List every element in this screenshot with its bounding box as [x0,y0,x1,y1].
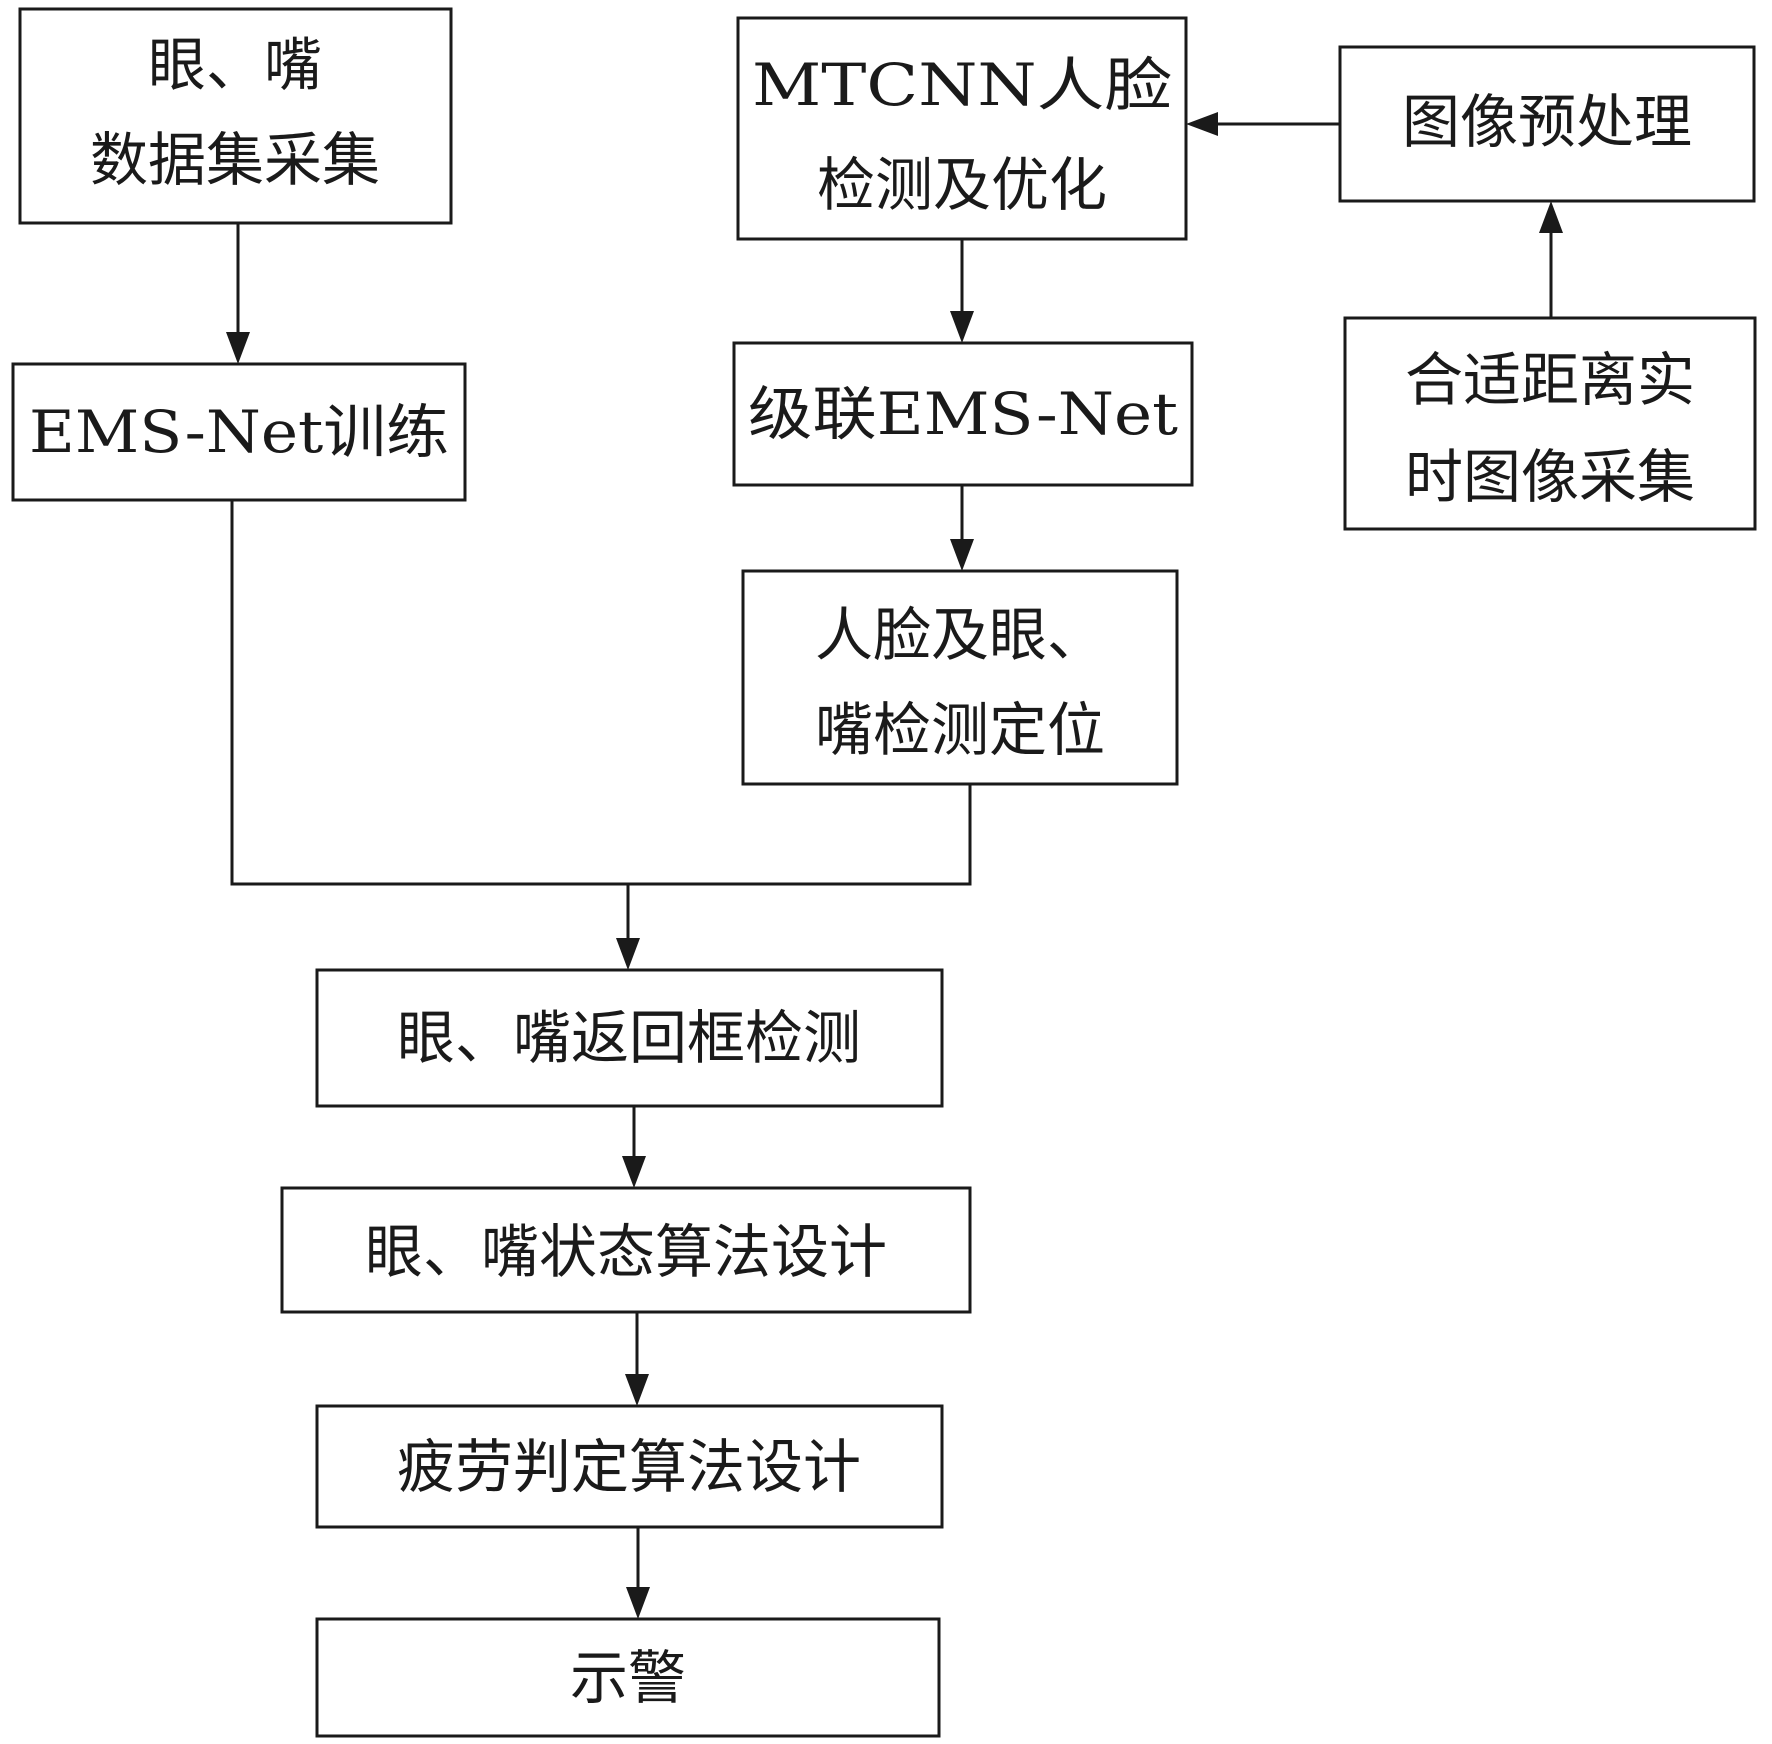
node-state: 眼、嘴状态算法设计 [280,1186,972,1314]
node-locate-line-2: 嘴检测定位 [815,696,1105,764]
node-dataset-line-2: 数据集采集 [90,126,380,194]
edge-dataset-to-train [226,223,250,364]
node-preprocess: 图像预处理 [1338,45,1756,203]
node-preprocess-line-1: 图像预处理 [1402,88,1692,156]
node-warn: 示警 [315,1617,941,1738]
node-dataset: 眼、嘴 数据集采集 [18,7,453,225]
edge-mtcnn-to-cascade [950,239,974,343]
node-cascade: 级联EMS-Net [732,341,1194,487]
node-cascade-line-1: 级联EMS-Net [748,380,1178,448]
node-mtcnn-line-2: 检测及优化 [817,151,1107,219]
node-locate: 人脸及眼、 嘴检测定位 [741,569,1179,786]
edge-merge-to-bbox [230,500,972,970]
node-fatigue: 疲劳判定算法设计 [315,1404,944,1529]
edge-cascade-to-locate [950,485,974,571]
node-bbox-line-1: 眼、嘴返回框检测 [397,1004,861,1072]
edge-fatigue-to-warn [626,1527,650,1619]
node-bbox: 眼、嘴返回框检测 [315,968,944,1108]
node-fatigue-line-1: 疲劳判定算法设计 [397,1433,861,1501]
node-dataset-line-1: 眼、嘴 [148,31,322,99]
node-train-line-1: EMS-Net训练 [29,398,449,466]
edge-bbox-to-state [622,1106,646,1188]
node-capture-line-2: 时图像采集 [1405,443,1695,511]
node-capture: 合适距离实 时图像采集 [1343,316,1757,531]
node-warn-line-1: 示警 [570,1644,686,1712]
edge-state-to-fatigue [625,1312,649,1406]
node-state-line-1: 眼、嘴状态算法设计 [365,1218,887,1286]
edge-preprocess-to-mtcnn [1186,112,1340,136]
node-mtcnn: MTCNN人脸 检测及优化 [736,16,1188,241]
node-capture-line-1: 合适距离实 [1405,346,1695,414]
node-locate-line-1: 人脸及眼、 [815,601,1105,669]
edge-capture-to-preprocess [1539,201,1563,318]
node-mtcnn-line-1: MTCNN人脸 [752,51,1172,119]
node-train: EMS-Net训练 [11,362,467,502]
